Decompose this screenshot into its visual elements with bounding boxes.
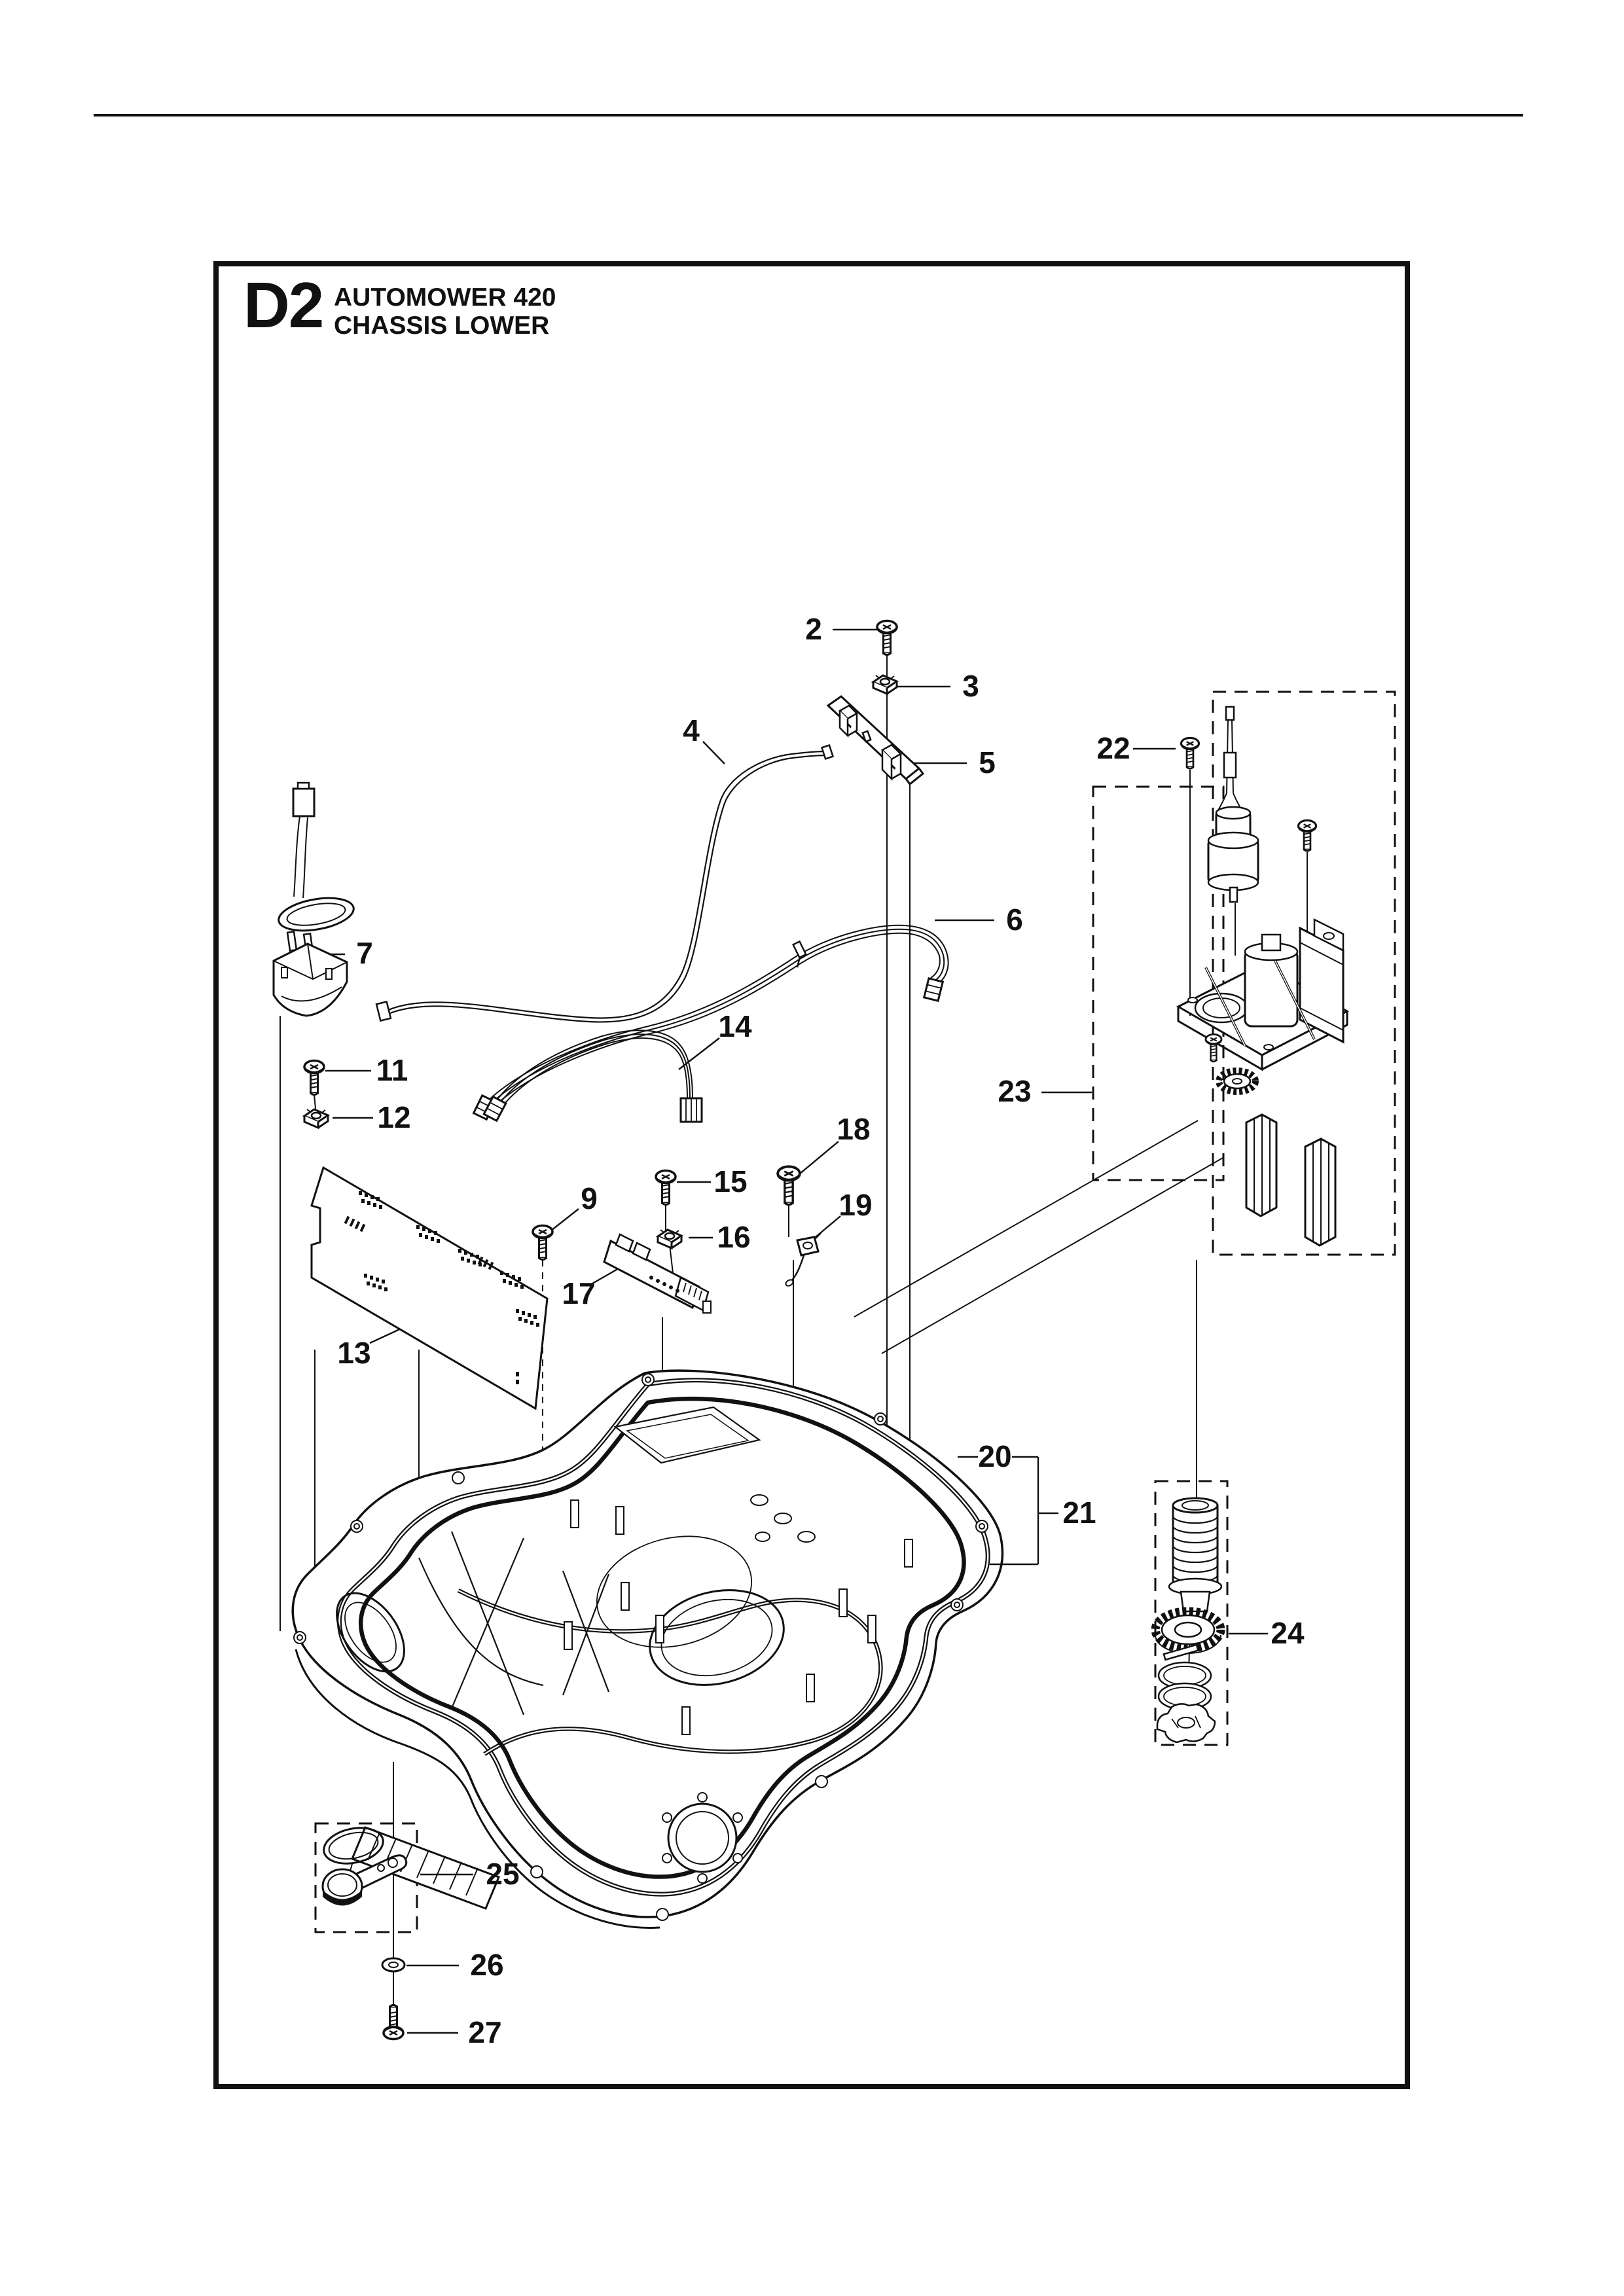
- product-title: AUTOMOWER 420: [334, 283, 556, 312]
- part-19-clip: [785, 1232, 821, 1287]
- callout-labels: 2 3 4 5 6 7 9 11 12 13 14 15 16 17 18 19…: [337, 612, 1305, 2049]
- part-9-screw: [532, 1224, 554, 1261]
- star-washer: [1156, 1703, 1216, 1744]
- part-24-gear-kit: [1151, 1497, 1225, 1744]
- group-box-wheel-motor: [1212, 691, 1396, 1256]
- callout-9: 9: [581, 1181, 598, 1215]
- callout-18: 18: [837, 1112, 870, 1146]
- callout-26: 26: [470, 1948, 503, 1982]
- diagram-frame: [213, 261, 1410, 2089]
- callout-17: 17: [562, 1276, 595, 1310]
- callout-19: 19: [839, 1188, 872, 1222]
- worm-gear: [1168, 1497, 1223, 1621]
- group-box-23: [1092, 785, 1225, 1181]
- motor-screw: [1204, 1033, 1223, 1063]
- callout-7: 7: [356, 936, 373, 970]
- drive-gear: [1151, 1607, 1225, 1654]
- part-12-clipnut: [303, 1108, 329, 1129]
- part-6-cable: [473, 924, 949, 1121]
- callout-21: 21: [1062, 1496, 1096, 1530]
- callout-14: 14: [718, 1009, 752, 1043]
- mount-rails: [1245, 1113, 1337, 1247]
- callout-13: 13: [337, 1336, 370, 1370]
- pinion-gear: [1216, 1067, 1259, 1095]
- chassis-lower: [291, 1369, 1004, 1929]
- leader-lines: [302, 628, 1268, 2034]
- callout-23: 23: [998, 1074, 1031, 1108]
- part-15-screw: [655, 1169, 677, 1206]
- part-22-screw: [1180, 736, 1200, 770]
- callout-24: 24: [1271, 1616, 1305, 1650]
- part-27-screw: [382, 2003, 405, 2041]
- callout-22: 22: [1096, 731, 1130, 765]
- callout-2: 2: [805, 612, 822, 646]
- part-4-cable: [375, 744, 835, 1023]
- part-16-clipnut: [657, 1229, 683, 1249]
- section-title: CHASSIS LOWER: [334, 312, 549, 340]
- callout-3: 3: [962, 669, 979, 703]
- part-3-clipnut: [872, 674, 898, 695]
- chassis-bosses: [293, 1373, 988, 1921]
- callout-15: 15: [713, 1164, 747, 1198]
- callout-25: 25: [486, 1857, 519, 1891]
- callout-6: 6: [1006, 903, 1023, 937]
- callout-5: 5: [979, 745, 996, 780]
- callout-20: 20: [978, 1439, 1011, 1473]
- bracket-20-21: [990, 1456, 1058, 1566]
- callout-16: 16: [717, 1220, 750, 1254]
- bracket-screw: [1297, 819, 1318, 852]
- part-2-screw: [876, 619, 898, 656]
- frame-code: D2: [244, 269, 323, 341]
- front-port: [662, 1792, 743, 1884]
- part-7-switch-assembly: [272, 781, 355, 1017]
- hatch-grille: [351, 1826, 500, 1910]
- callout-27: 27: [468, 2015, 501, 2049]
- part-5-plate: [826, 695, 925, 786]
- part-23-sensor: [1207, 706, 1259, 903]
- callout-11: 11: [376, 1053, 408, 1087]
- roll-pin: [1163, 1643, 1199, 1661]
- part-13-pcb: [310, 1166, 549, 1410]
- chassis-posts: [564, 1494, 913, 1735]
- clamp-rings: [1157, 1661, 1212, 1711]
- callout-12: 12: [377, 1100, 410, 1134]
- part-17-sensor-board: [603, 1233, 712, 1314]
- part-26-washer: [381, 1957, 406, 1973]
- chassis-ribs: [418, 1531, 610, 1715]
- group-box-24: [1154, 1480, 1229, 1746]
- part-18-screw: [776, 1165, 801, 1206]
- part-25-cam-kit: [321, 1827, 408, 1906]
- part-14-ribbon-cable: [482, 1030, 703, 1123]
- gasket-cord: [337, 1378, 990, 1897]
- wheel-motor-assembly: [1176, 819, 1350, 1247]
- part-11-screw: [303, 1059, 325, 1096]
- callout-4: 4: [683, 713, 700, 747]
